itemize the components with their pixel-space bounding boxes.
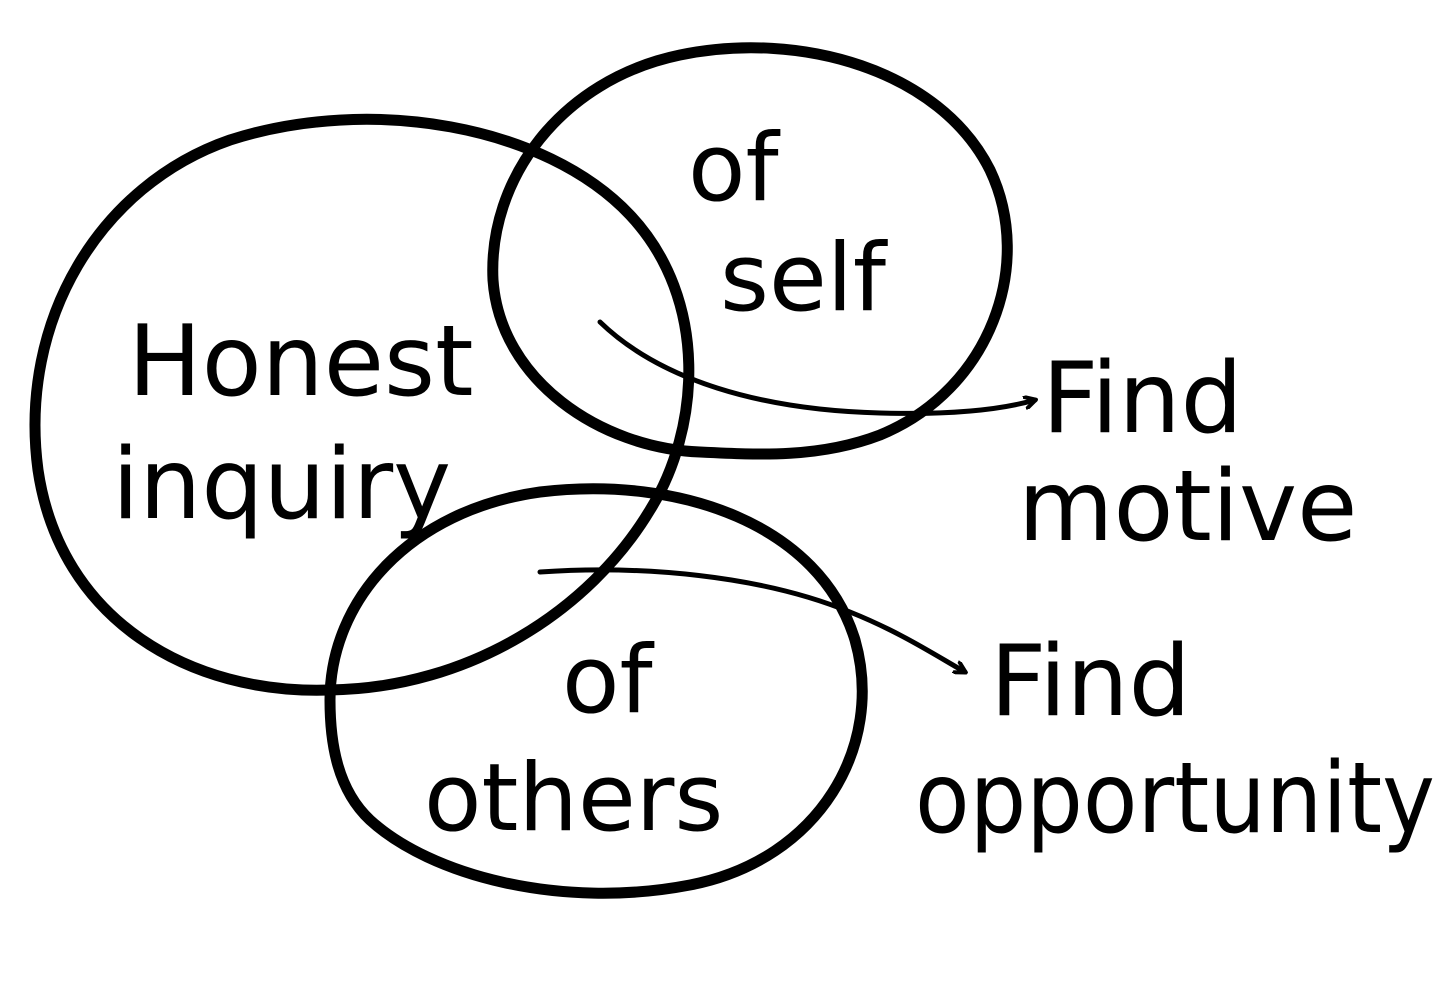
self-circle <box>487 42 1013 460</box>
honest-label: Honest <box>128 305 474 419</box>
find-motive-line1: Find <box>1042 342 1243 456</box>
others-label: others <box>424 744 723 853</box>
arrow-to-motive <box>597 319 1035 416</box>
find-motive-line2: motive <box>1018 450 1357 564</box>
self-label: self <box>720 224 888 333</box>
others-circle <box>324 483 868 899</box>
self-of-label: of <box>688 114 781 223</box>
others-of-label: of <box>562 626 655 735</box>
arrow-to-opportunity <box>537 567 965 675</box>
find-opportunity-line1: Find <box>990 625 1191 739</box>
honest-inquiry-circle <box>29 113 695 696</box>
inquiry-label: inquiry <box>112 428 451 542</box>
find-opportunity-line2: opportunity <box>915 742 1435 856</box>
